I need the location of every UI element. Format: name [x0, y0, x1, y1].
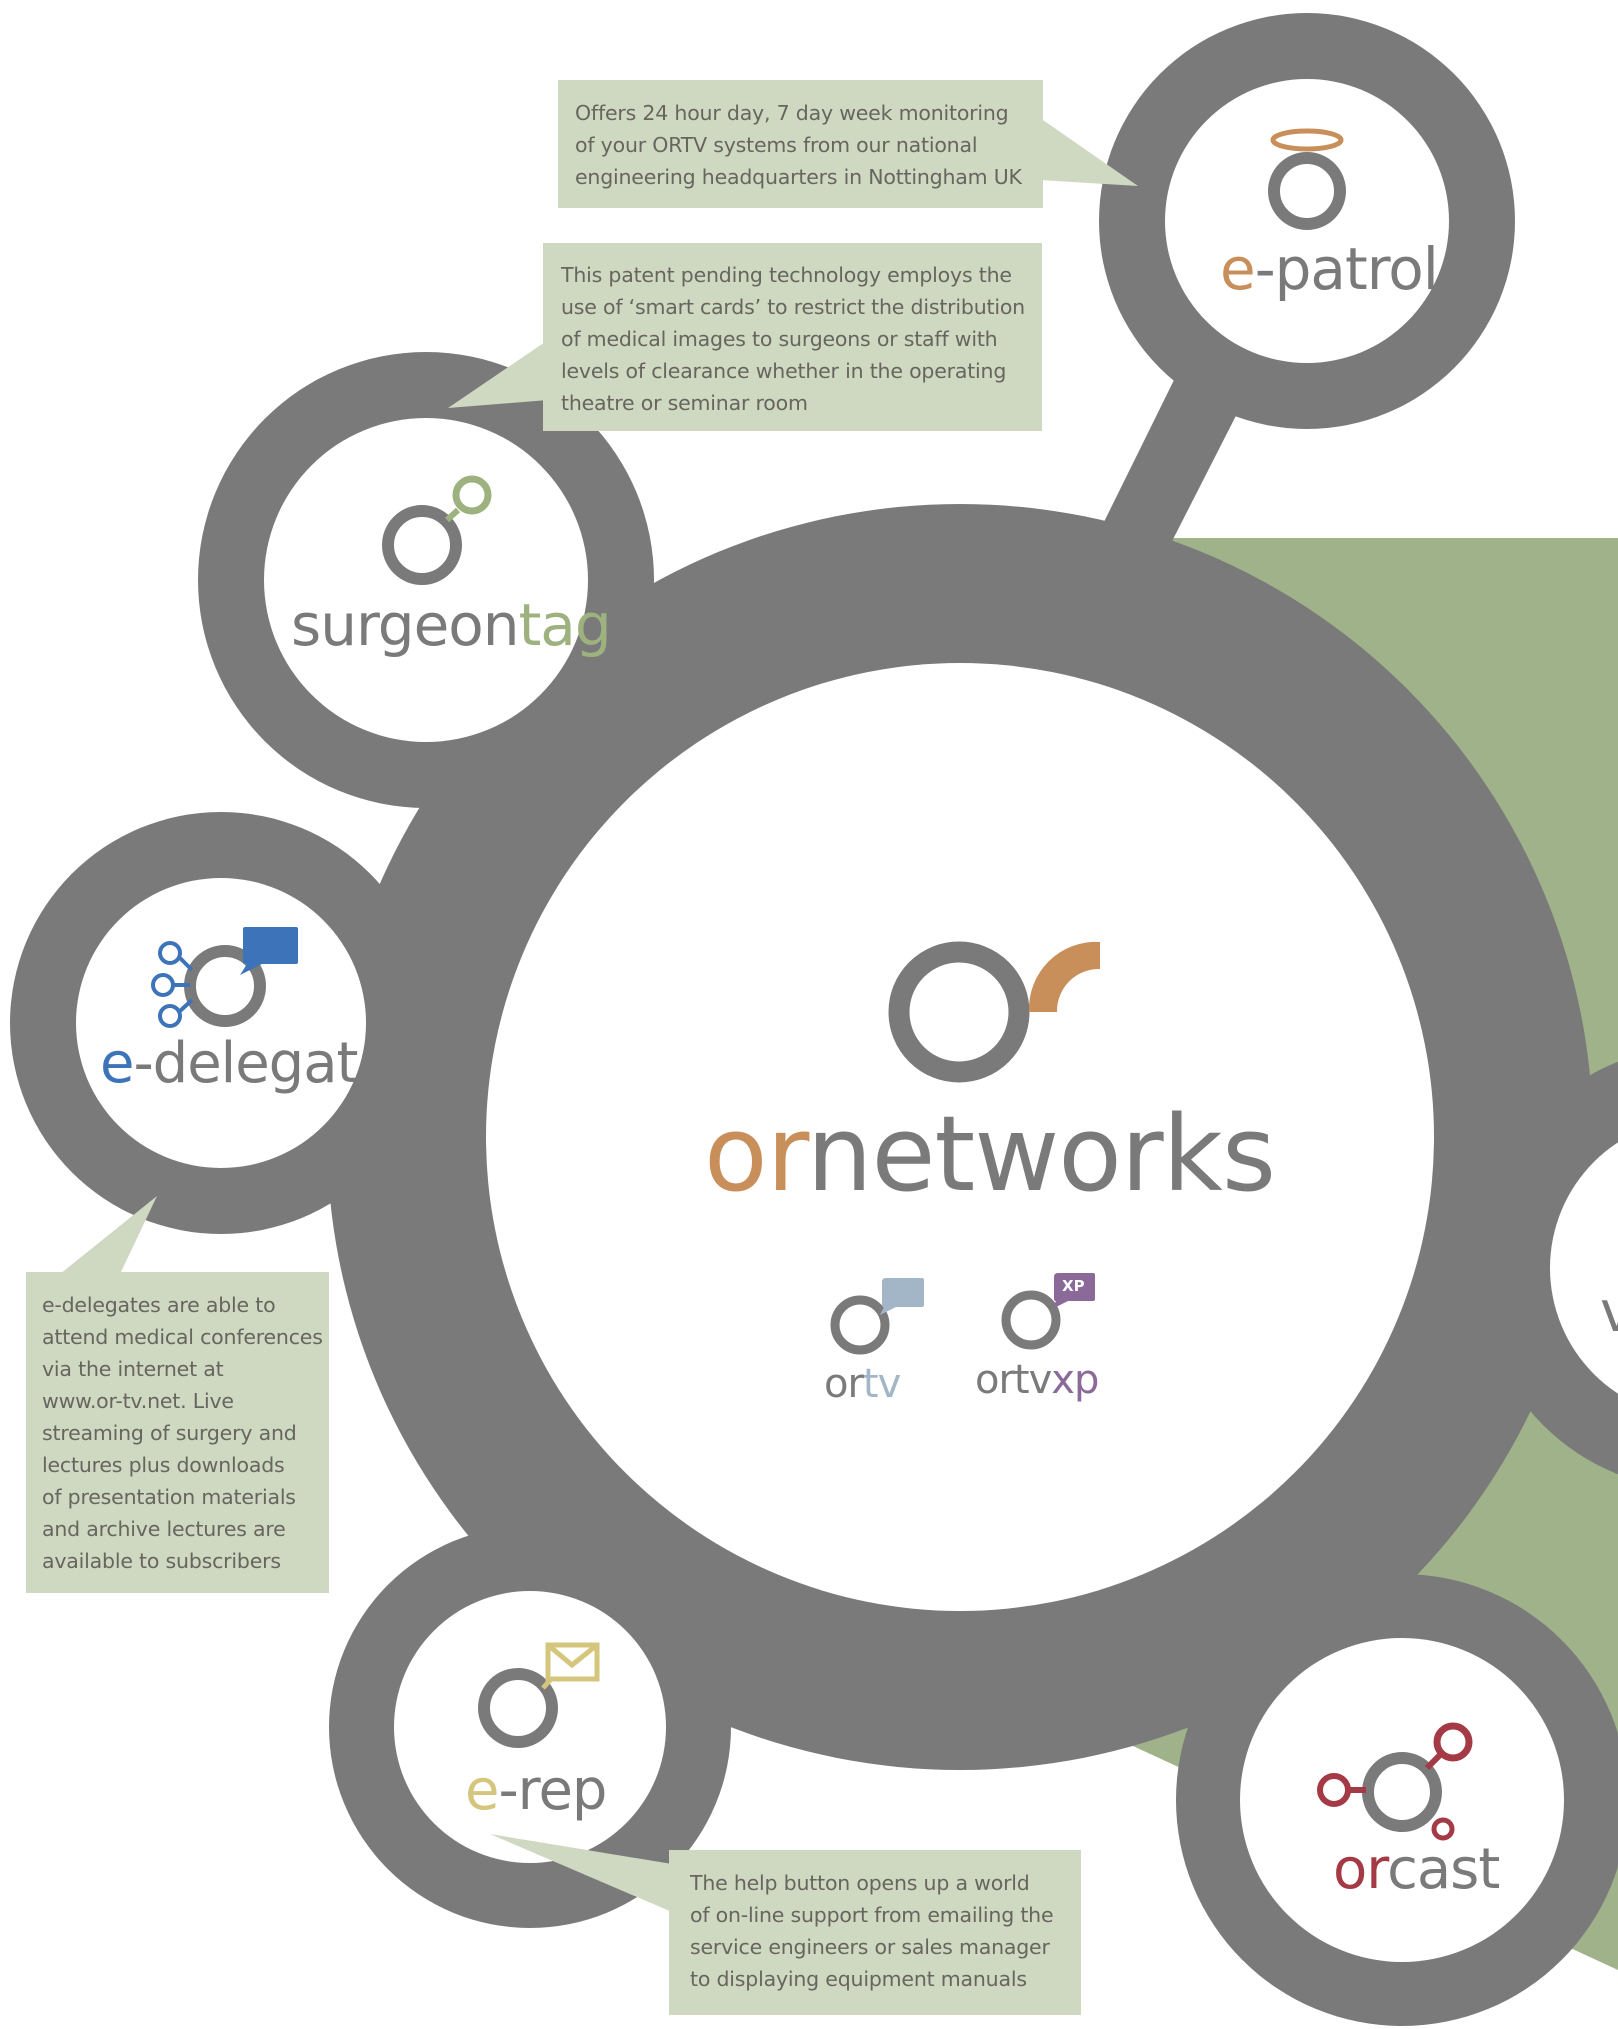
- broadcast-nodes-icon: [1317, 1722, 1473, 1841]
- callout-e-delegate: [26, 1196, 329, 1593]
- e-rep-prefix: e: [465, 1758, 499, 1823]
- orcast-rest: cast: [1387, 1837, 1500, 1902]
- logo-suffix: networks: [806, 1093, 1277, 1215]
- speech-bubble-icon: [151, 927, 298, 1028]
- callout-e-delegate-text: e-delegates are able to attend medical c…: [42, 1293, 323, 1573]
- ortv-prefix: or: [824, 1361, 864, 1407]
- ornetworks-logo-text: ornetworks: [704, 1102, 1276, 1206]
- surgeontag-prefix: surgeon: [291, 591, 520, 659]
- tag-bubble-icon: [382, 475, 492, 585]
- callout-e-patrol-text: Offers 24 hour day, 7 day week monitorin…: [575, 101, 1022, 189]
- ortv-label: ortv: [824, 1361, 901, 1407]
- surgeontag-label: surgeontag: [291, 596, 612, 654]
- partial-right-center: [1550, 1142, 1618, 1394]
- envelope-icon: [478, 1642, 600, 1748]
- ortvxp-prefix: ortv: [975, 1357, 1052, 1403]
- partial-right-label: v: [1600, 1280, 1618, 1345]
- orcast-center: [1240, 1638, 1564, 1962]
- e-rep-rest: -rep: [498, 1758, 607, 1823]
- ortvxp-suffix: xp: [1051, 1357, 1099, 1403]
- e-patrol-prefix: e: [1220, 235, 1256, 303]
- orcast-label: orcast: [1333, 1842, 1500, 1898]
- e-delegate-label: e-delegate: [100, 1036, 392, 1092]
- hub-center: [486, 663, 1434, 1611]
- e-delegate-prefix: e: [100, 1031, 134, 1096]
- callout-surgeontag: [448, 243, 1042, 431]
- xp-badge-icon: [1001, 1273, 1095, 1350]
- halo-icon: [1268, 128, 1346, 230]
- speech-square-icon: [830, 1278, 924, 1355]
- e-rep-label: e-rep: [465, 1763, 607, 1819]
- ortvxp-label: ortvxp: [975, 1357, 1099, 1403]
- ornetworks-logo-icon: [888, 941, 1100, 1083]
- e-patrol-rest: -patrol: [1254, 235, 1439, 303]
- e-delegate-rest: -delegate: [133, 1031, 391, 1096]
- xp-badge-label: XP: [1062, 1277, 1085, 1295]
- orcast-prefix: or: [1333, 1837, 1388, 1902]
- ortv-suffix: tv: [862, 1361, 901, 1407]
- callout-e-patrol: [558, 80, 1138, 208]
- callout-surgeontag-text: This patent pending technology employs t…: [561, 263, 1025, 415]
- e-patrol-label: e-patrol: [1220, 240, 1439, 298]
- callout-e-rep-text: The help button opens up a world of on-l…: [690, 1871, 1054, 1991]
- surgeontag-rest: tag: [518, 591, 612, 659]
- callout-e-rep: [490, 1834, 1081, 2015]
- logo-prefix: or: [704, 1093, 808, 1215]
- e-patrol-connector: [1100, 378, 1245, 555]
